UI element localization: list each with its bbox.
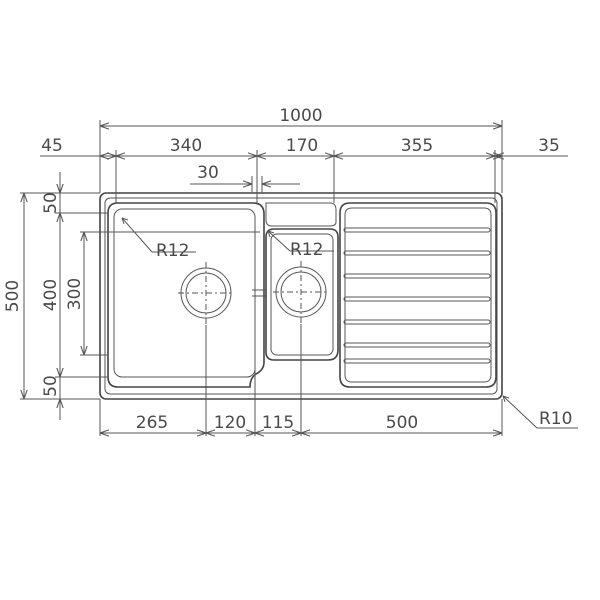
drainer-grooves	[343, 227, 491, 364]
radius-small-bowl: R12	[267, 230, 334, 260]
dim-small-bowl-depth-label: 300	[65, 278, 85, 310]
small-bowl-inner	[270, 233, 334, 356]
drainer-inner	[344, 207, 492, 383]
radius-outer-corner-label: R10	[539, 409, 572, 429]
dim-bowl-depth-label: 400	[41, 279, 61, 311]
dim-bottom-row: 265 120 115 500	[100, 413, 502, 433]
dim-waste1-label: 265	[136, 413, 168, 433]
small-bowl	[252, 202, 339, 361]
drainer	[339, 202, 497, 388]
big-bowl-inner	[113, 208, 256, 378]
dim-small-bowl-depth: 300	[65, 232, 85, 355]
dim-overall-width-label: 1000	[279, 106, 322, 126]
dim-small-bowl-label: 170	[286, 136, 318, 156]
dim-right-margin-label: 35	[538, 136, 560, 156]
dim-big-bowl-label: 340	[170, 136, 202, 156]
big-bowl-outer	[107, 202, 265, 388]
overflow-connector	[252, 285, 266, 301]
dim-left-column: 50 400 50	[41, 172, 61, 420]
dim-drainer-length-label: 500	[386, 413, 418, 433]
dim-drainer-label: 355	[401, 136, 433, 156]
dim-overall-width: 1000	[100, 106, 502, 126]
radius-big-bowl: R12	[121, 217, 196, 261]
radius-outer-corner: R10	[502, 395, 578, 429]
dim-overall-height: 500	[3, 193, 24, 399]
dim-row-2: 45 340 170 355 35	[40, 136, 568, 156]
small-bowl-outer	[265, 228, 339, 361]
dim-left-margin-label: 45	[41, 136, 63, 156]
dim-overall-height-label: 500	[3, 280, 23, 312]
dim-bottom-rim-label: 50	[41, 375, 61, 397]
dim-gap-label: 30	[197, 163, 219, 183]
dim-top-rim-label: 50	[41, 192, 61, 214]
waste-outlet-big	[178, 262, 234, 325]
small-bowl-top-recess	[265, 202, 337, 227]
big-bowl	[107, 202, 265, 388]
dim-waste2-label: 115	[262, 413, 294, 433]
radius-small-bowl-label: R12	[290, 240, 323, 260]
drainer-outline	[339, 202, 497, 388]
radius-big-bowl-label: R12	[156, 241, 189, 261]
dim-gap: 30	[190, 163, 300, 192]
waste-outlet-small	[273, 261, 329, 324]
dim-spacing-label: 120	[214, 413, 246, 433]
